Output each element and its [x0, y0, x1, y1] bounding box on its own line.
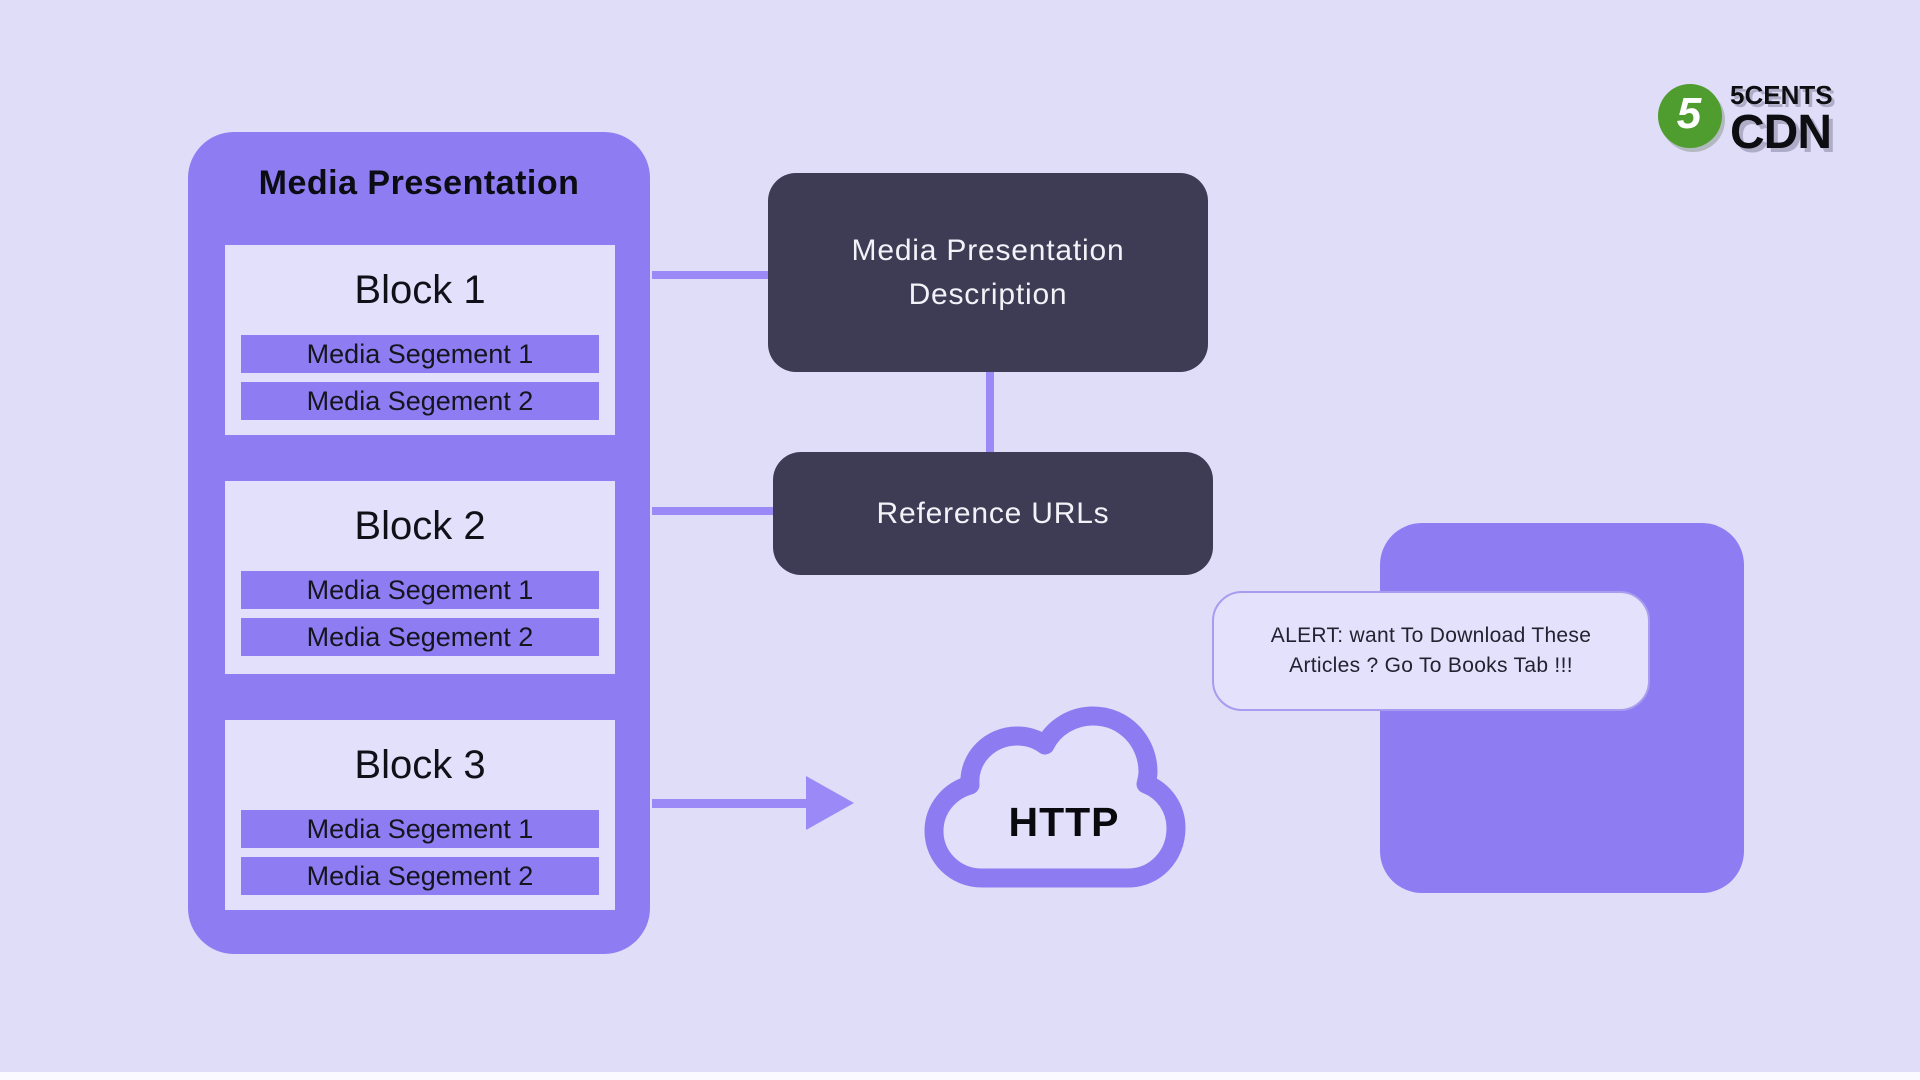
- media-segment: Media Segement 1: [241, 571, 599, 609]
- media-presentation-description-node: Media Presentation Description: [768, 173, 1208, 372]
- description-node-line2: Description: [908, 277, 1068, 311]
- block-3-title: Block 3: [354, 742, 486, 787]
- brand-name-top: 5CENTS: [1730, 80, 1833, 110]
- media-segment: Media Segement 1: [241, 810, 599, 848]
- 5centscdn-logo: 5 5CENTS CDN: [1658, 80, 1833, 159]
- media-segment: Media Segement 1: [241, 335, 599, 373]
- logo-badge-digit: 5: [1676, 89, 1702, 138]
- description-node-line1: Media Presentation: [851, 234, 1125, 267]
- block-1-title: Block 1: [354, 267, 486, 312]
- block-3-segments: Media Segement 1 Media Segement 2: [225, 810, 615, 895]
- block-2-segments: Media Segement 1 Media Segement 2: [225, 571, 615, 656]
- media-presentation-container: Media Presentation Block 1 Media Segemen…: [188, 132, 650, 954]
- media-presentation-title: Media Presentation: [258, 164, 580, 202]
- media-segment: Media Segement 2: [241, 618, 599, 656]
- block-3: Block 3 Media Segement 1 Media Segement …: [225, 720, 615, 910]
- alert-line1: ALERT: want To Download These: [1270, 623, 1592, 647]
- alert-line2: Articles ? Go To Books Tab !!!: [1289, 654, 1573, 677]
- connector-block2-reference: [652, 507, 775, 515]
- connector-description-reference: [986, 371, 994, 453]
- block-1: Block 1 Media Segement 1 Media Segement …: [225, 245, 615, 435]
- http-cloud-icon: [910, 700, 1200, 895]
- alert-bubble: ALERT: want To Download These Articles ?…: [1212, 591, 1650, 711]
- logo-badge-icon: 5: [1658, 84, 1722, 148]
- media-segment: Media Segement 2: [241, 857, 599, 895]
- connector-block1-description: [652, 271, 770, 279]
- bottom-edge-strip: [0, 1072, 1920, 1080]
- reference-urls-node: Reference URLs: [773, 452, 1213, 575]
- block-2: Block 2 Media Segement 1 Media Segement …: [225, 481, 615, 674]
- logo-text: 5CENTS CDN: [1730, 80, 1833, 159]
- http-label: HTTP: [1008, 799, 1120, 845]
- brand-name-bottom: CDN: [1730, 106, 1832, 159]
- http-arrow-line: [652, 799, 810, 808]
- block-2-title: Block 2: [354, 503, 486, 548]
- http-arrow-head: [806, 776, 854, 830]
- block-1-segments: Media Segement 1 Media Segement 2: [225, 335, 615, 420]
- media-segment: Media Segement 2: [241, 382, 599, 420]
- reference-node-label: Reference URLs: [876, 496, 1110, 530]
